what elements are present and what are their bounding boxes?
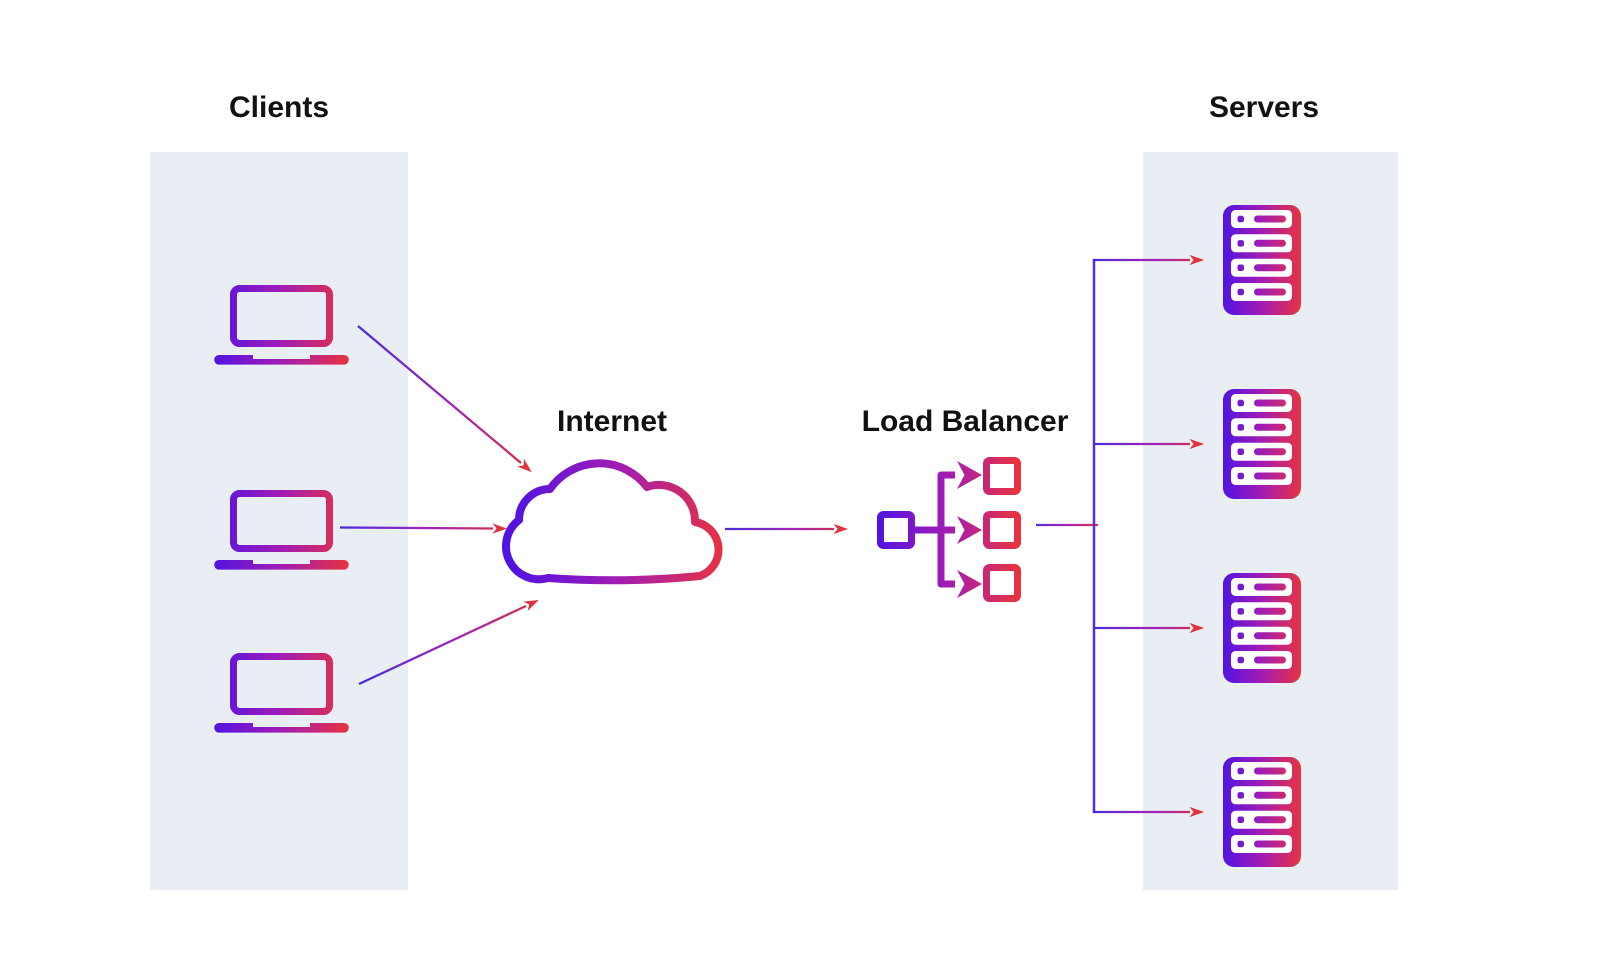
- server-rack-icon-2: [1223, 389, 1301, 499]
- internet-cloud-icon: [502, 459, 723, 585]
- clients-panel: [150, 152, 408, 890]
- lb-arrowhead-top: [957, 461, 982, 489]
- internet-label: Internet: [556, 405, 668, 438]
- load-balancer-icon: [877, 457, 1021, 602]
- client-laptop-icon-1: [214, 289, 349, 365]
- lb-output-square-3: [983, 564, 1021, 602]
- lb-arrowhead-middle: [957, 516, 982, 544]
- arrow-client1-to-internet: [357, 325, 532, 473]
- server-rack-icon-3: [1223, 573, 1301, 683]
- lb-arrowhead-bottom: [957, 570, 982, 598]
- servers-label: Servers: [1208, 91, 1320, 124]
- arrow-client3-to-internet: [358, 600, 539, 686]
- lb-output-square-1: [983, 457, 1021, 495]
- lb-branch: [937, 471, 955, 588]
- lb-input-square: [877, 511, 915, 549]
- server-rack-icon-4: [1223, 757, 1301, 867]
- client-laptop-icon-3: [214, 657, 349, 733]
- arrow-client2-to-internet: [339, 523, 508, 534]
- load-balancer-label: Load Balancer: [861, 405, 1069, 438]
- lb-output-square-2: [983, 511, 1021, 549]
- client-laptop-icon-2: [214, 494, 349, 570]
- clients-label: Clients: [228, 91, 330, 124]
- server-rack-icon-1: [1223, 205, 1301, 315]
